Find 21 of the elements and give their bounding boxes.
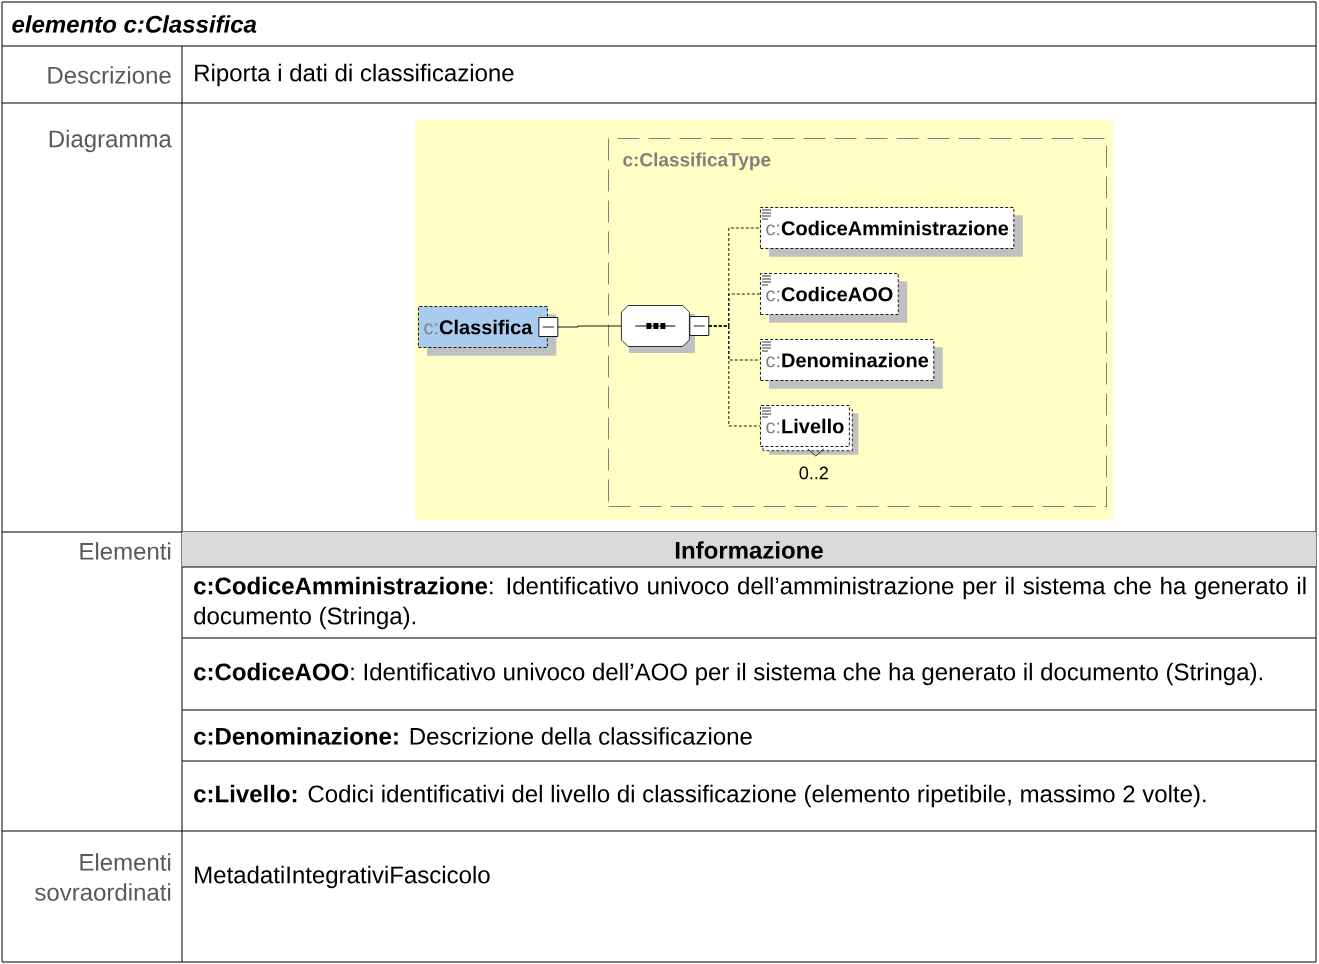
cell-text: MetadatiIntegrativiFascicolo xyxy=(195,865,490,889)
cell-text: c:Denominazione: Descrizione della classificazione xyxy=(194,727,752,745)
row-label: Elementi xyxy=(80,542,171,560)
cell-text: c:Livello: Codici identificativi del livello di classificazione (elemento ripetibile, massimo 2 volte). xyxy=(194,784,1206,808)
row-label: Diagramma xyxy=(49,129,172,153)
connector xyxy=(557,325,622,328)
sequence-compositor xyxy=(621,305,710,353)
row-label: Elementi sovraordinati xyxy=(35,853,171,901)
connector xyxy=(708,325,761,427)
header-cell: Informazione xyxy=(181,532,1317,568)
cell-text: c:CodiceAmministrazione: Identificativo univoco dell’amministrazione per il sistema che ha generato il documento (Stringa). xyxy=(194,576,1306,630)
element-box: c:Livello xyxy=(760,405,859,455)
element-box: c:CodiceAOO xyxy=(760,273,908,323)
element-box: c:Denominazione xyxy=(760,339,943,389)
table-title: elemento c:Classifica xyxy=(12,15,257,33)
root-element-box: c:Classifica xyxy=(418,306,559,356)
cell-text: c:CodiceAOO: Identificativo univoco dell’AOO per il sistema che ha generato il documento (Stringa). xyxy=(194,662,1262,686)
cell-text: Riporta i dati di classificazione xyxy=(195,63,514,87)
element-box: c:CodiceAmministrazione xyxy=(760,207,1023,257)
row-label: Descrizione xyxy=(48,66,171,84)
cardinality-label: 0..2 xyxy=(799,466,828,480)
